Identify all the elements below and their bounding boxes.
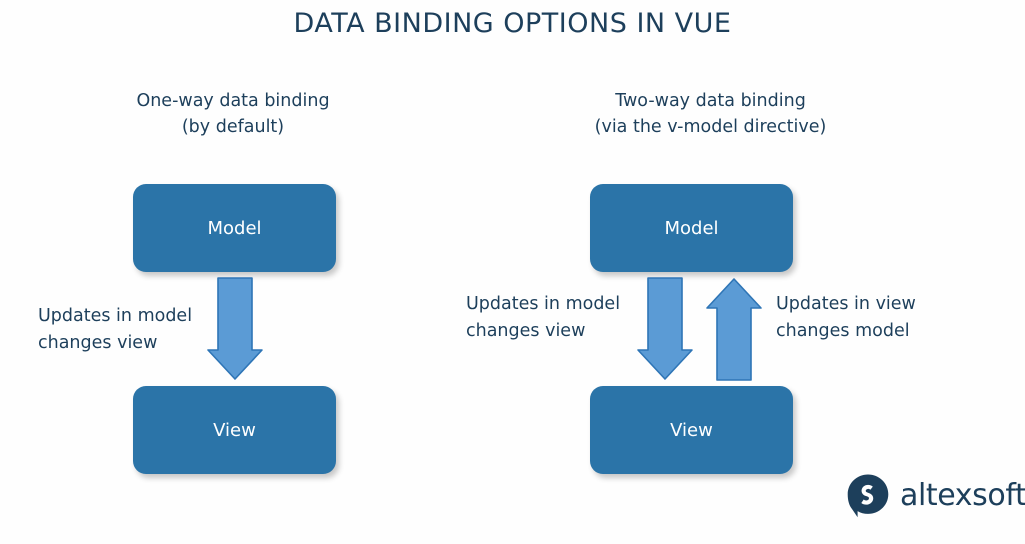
left-model-box: Model [133,184,336,272]
left-model-box-label: Model [207,217,262,239]
right-down-arrow-label-line1: Updates in model [466,294,621,314]
right-model-box-label: Model [664,217,719,239]
right-down-arrow-icon [635,276,695,382]
right-heading-line2: (via the v-model directive) [594,117,827,137]
left-heading-line1: One-way data binding [136,91,330,111]
right-up-arrow-icon [704,276,764,382]
left-down-arrow-icon [205,276,265,382]
right-view-box: View [590,386,793,474]
left-heading-line2: (by default) [181,117,285,137]
right-down-arrow-label: Updates in model changes view [466,291,638,345]
altexsoft-logo: altexsoft [845,473,1025,519]
right-up-arrow-label: Updates in view changes model [776,291,956,345]
left-down-arrow-label-line2: changes view [38,333,158,353]
right-up-arrow-label-line1: Updates in view [776,294,916,314]
altexsoft-wordmark: altexsoft [900,478,1025,513]
right-column-heading: Two-way data binding (via the v-model di… [568,88,853,140]
left-view-box-label: View [213,419,256,441]
right-down-arrow-label-line2: changes view [466,321,586,341]
right-up-arrow-label-line2: changes model [776,321,910,341]
left-down-arrow-label-line1: Updates in model [38,306,193,326]
right-view-box-label: View [670,419,713,441]
left-view-box: View [133,386,336,474]
altexsoft-bubble-icon [847,474,889,518]
left-down-arrow-label: Updates in model changes view [38,303,213,357]
page-title: DATA BINDING OPTIONS IN VUE [293,8,732,39]
left-column-heading: One-way data binding (by default) [93,88,373,140]
right-model-box: Model [590,184,793,272]
right-heading-line1: Two-way data binding [615,91,806,111]
